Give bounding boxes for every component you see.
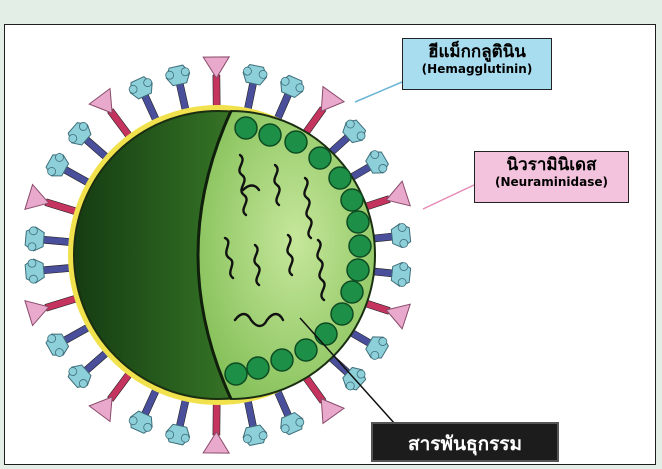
rnp-bead (329, 167, 351, 189)
hemagglutinin-spike (25, 256, 74, 284)
rnp-bead (331, 303, 353, 325)
neuraminidase-spike (203, 57, 229, 109)
hemagglutinin-thai-text: ฮีแม็กกลูตินิน (403, 42, 551, 62)
hemagglutinin-english-text: (Hemagglutinin) (403, 62, 551, 77)
rnp-bead (341, 189, 363, 211)
hemagglutinin-label: ฮีแม็กกลูตินิน (Hemagglutinin) (402, 38, 552, 90)
rnp-bead (235, 117, 257, 139)
rnp-bead (295, 339, 317, 361)
rnp-bead (309, 147, 331, 169)
rnp-bead (349, 235, 371, 257)
genetic-material-text: สารพันธุกรรม (408, 433, 522, 455)
rnp-bead (259, 124, 281, 146)
neuraminidase-spike (203, 401, 229, 453)
rnp-bead (341, 281, 363, 303)
rnp-bead (271, 349, 293, 371)
rnp-bead (347, 259, 369, 281)
rnp-bead (247, 357, 269, 379)
rnp-bead (315, 323, 337, 345)
rnp-bead (285, 131, 307, 153)
neuraminidase-thai-text: นิวรามินิเดส (475, 155, 628, 175)
neuraminidase-english-text: (Neuraminidase) (475, 175, 628, 190)
hemagglutinin-spike (25, 226, 74, 254)
rnp-bead (347, 211, 369, 233)
genetic-material-label: สารพันธุกรรม (371, 422, 559, 462)
neuraminidase-label: นิวรามินิเดส (Neuraminidase) (474, 151, 629, 203)
rnp-bead (225, 363, 247, 385)
neuraminidase-pointer (423, 185, 474, 209)
hemagglutinin-pointer (355, 82, 402, 102)
